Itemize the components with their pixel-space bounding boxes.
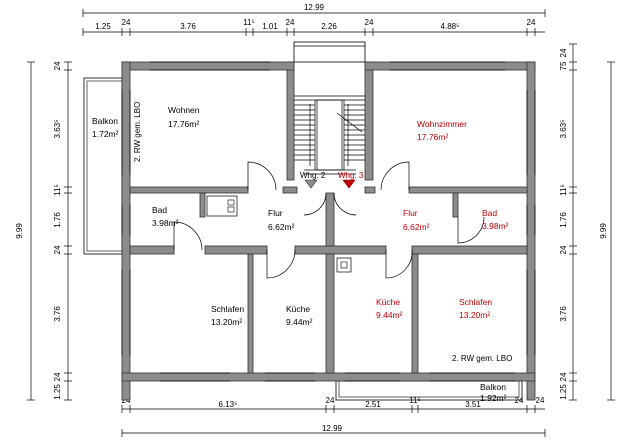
wohnen-name: Wohnen <box>168 105 200 115</box>
schlafen-right-note: 2. RW gem. LBO <box>452 354 512 363</box>
dim-left-seg: 24 <box>53 245 62 254</box>
dim-right-seg: 75 <box>559 61 568 70</box>
dim-left-seg: 24 <box>53 61 62 70</box>
whg3-label: Whg. 3 <box>338 171 364 180</box>
dim-top-seg: 11⁵ <box>243 18 255 27</box>
dim-right-seg: 1.76 <box>559 212 568 228</box>
flur-left-name: Flur <box>268 208 283 218</box>
schlafen-right-area: 13.20m² <box>459 310 490 320</box>
dim-bottom-seg: 11⁵ <box>409 396 421 405</box>
stairwell <box>286 41 374 181</box>
whg-marker-3: Whg. 3 <box>338 171 364 189</box>
wohnzimmer-area: 17.76m² <box>417 132 448 142</box>
wohnen-note: 2. RW gem. LBO <box>133 102 142 162</box>
schlafen-left-area: 13.20m² <box>211 317 242 327</box>
walls <box>121 61 536 401</box>
bad-left-name: Bad <box>152 205 167 215</box>
dim-top-seg: 2.26 <box>321 22 337 31</box>
dim-bottom-seg: 24 <box>536 396 545 405</box>
windows <box>121 61 536 382</box>
dim-top-seg: 24 <box>122 18 131 27</box>
shaft-left <box>206 195 238 217</box>
dim-left-seg: 11⁵ <box>53 184 62 196</box>
dim-top-seg: 3.76 <box>180 22 196 31</box>
dim-top-total: 12.99 <box>304 3 325 12</box>
kueche-left-area: 9.44m² <box>286 317 313 327</box>
dim-bottom-seg: 24 <box>122 396 131 405</box>
dim-right-seg: 1.25 <box>559 384 568 400</box>
dim-top-seg: 24 <box>527 18 536 27</box>
dim-bottom-total: 12.99 <box>322 424 343 433</box>
dim-top-seg: 4.88⁵ <box>441 22 460 31</box>
bad-left-area: 3.98m² <box>152 218 179 228</box>
whg-marker-2: Whg. 2 <box>300 171 326 189</box>
flur-left-area: 6.62m² <box>268 222 295 232</box>
flur-right-area: 6,62m² <box>403 222 430 232</box>
dim-right-seg: 24 <box>559 372 568 381</box>
balkon-left-outline <box>83 77 123 255</box>
balkon-bottom-name: Balkon <box>480 382 506 392</box>
dim-left-seg: 24 <box>53 372 62 381</box>
whg2-label: Whg. 2 <box>300 171 326 180</box>
doors <box>173 161 485 279</box>
dim-top-seg: 24 <box>365 18 374 27</box>
dim-right-seg: 11⁵ <box>559 184 568 196</box>
dim-right-seg: 3.76 <box>559 306 568 322</box>
dim-bottom-seg: 3.51 <box>465 400 481 409</box>
kueche-right-area: 9.44m² <box>376 310 403 320</box>
dim-right-seg: 24 <box>559 245 568 254</box>
dim-bottom-seg: 24 <box>515 396 524 405</box>
dim-bottom-seg: 2.51 <box>365 400 381 409</box>
dim-left-total: 9.99 <box>15 223 24 239</box>
dim-top-seg: 1.01 <box>262 22 278 31</box>
dim-left-seg: 3.63⁵ <box>53 120 62 139</box>
dim-left-seg: 1.25 <box>53 384 62 400</box>
schlafen-right-name: Schlafen <box>459 297 492 307</box>
bad-right-name: Bad <box>482 208 497 218</box>
bad-right-area: 3.98m² <box>482 221 509 231</box>
dim-left-seg: 3.76 <box>53 306 62 322</box>
wohnen-area: 17.76m² <box>168 119 199 129</box>
balkon-bottom-area: 1.92m² <box>480 393 507 403</box>
balkon-left-area: 1.72m² <box>92 129 119 139</box>
shaft-center <box>336 257 352 273</box>
wohnzimmer-name: Wohnzimmer <box>417 119 467 129</box>
dim-bottom-seg: 24 <box>326 396 335 405</box>
dim-top-seg: 1.25 <box>95 22 111 31</box>
dim-bottom-seg: 6.13⁵ <box>219 400 238 409</box>
dim-top-seg: 24 <box>286 18 295 27</box>
dim-right-seg: 3.63⁵ <box>559 120 568 139</box>
kueche-right-name: Küche <box>376 297 400 307</box>
dim-right-seg: 24 <box>559 48 568 57</box>
dim-right-total: 9.99 <box>599 223 608 239</box>
flur-right-name: Flur <box>403 208 418 218</box>
schlafen-left-name: Schlafen <box>211 304 244 314</box>
balkon-left-name: Balkon <box>92 116 118 126</box>
dimension-lines <box>27 9 615 437</box>
dim-left-seg: 1.76 <box>53 212 62 228</box>
kueche-left-name: Küche <box>286 304 310 314</box>
